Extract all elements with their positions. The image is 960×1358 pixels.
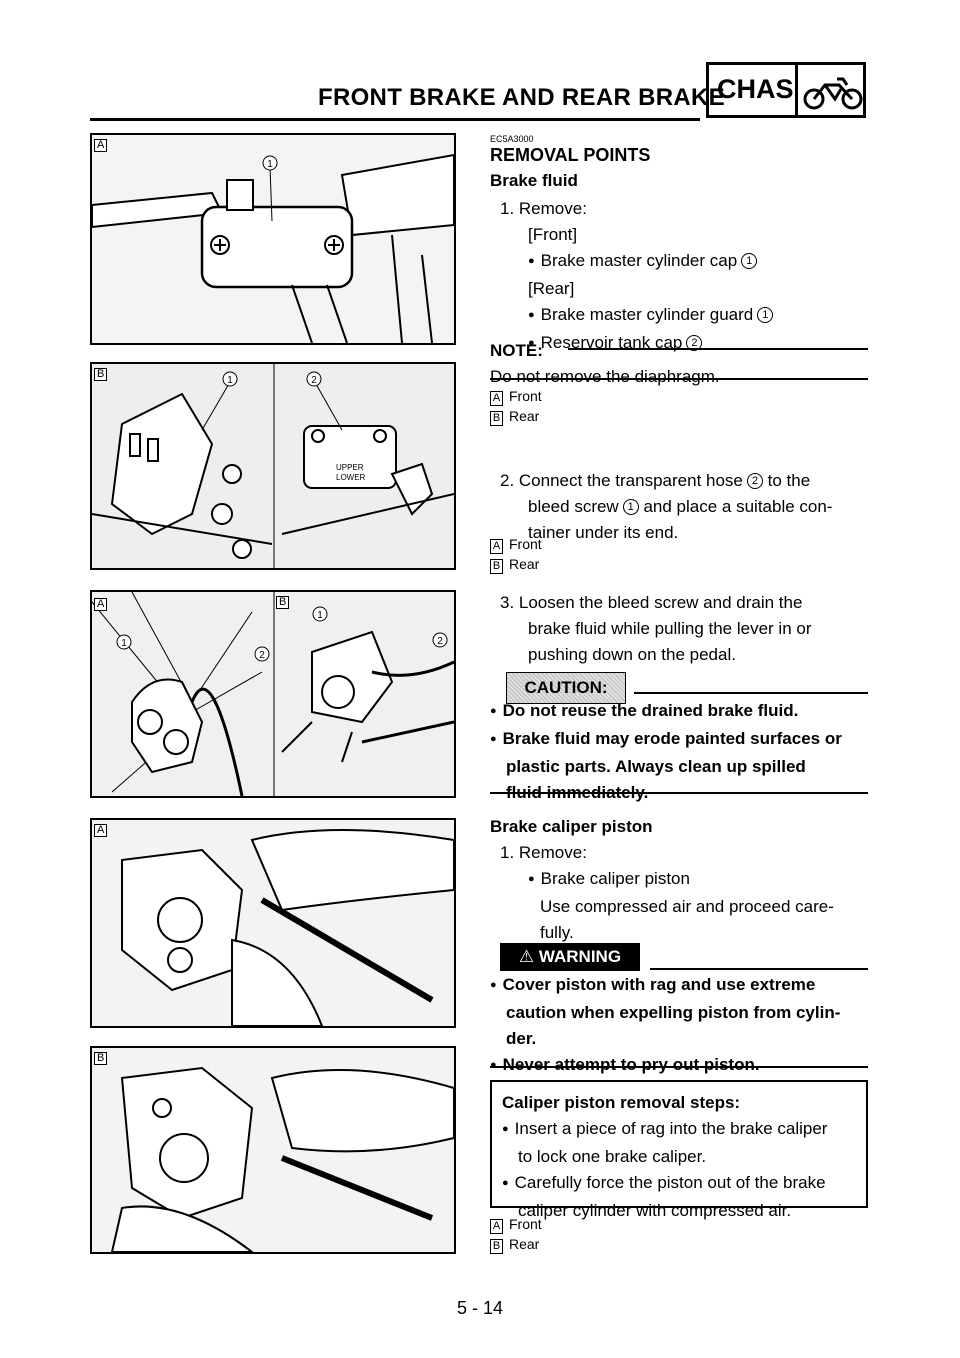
callout-b-2: 2 — [437, 636, 443, 647]
photo-label-b: B — [276, 596, 290, 609]
sticker-lower: LOWER — [336, 473, 366, 482]
page-number: 5 - 14 — [456, 1298, 504, 1318]
note-label: NOTE: — [490, 341, 543, 360]
photo-label-a: A — [94, 139, 108, 152]
steps-title: Caliper piston removal steps: — [502, 1093, 741, 1112]
header-rule — [90, 118, 700, 121]
callout-1: 1 — [227, 375, 233, 386]
page-title: FRONT BRAKE AND REAR BRAKE — [318, 84, 725, 111]
front-tag: [Front] — [528, 225, 578, 244]
note-text: Do not remove the diaphragm. — [490, 367, 720, 386]
piston-heading: Brake caliper piston — [490, 817, 653, 836]
callout-1: 1 — [267, 159, 273, 170]
warning-rule-top — [650, 968, 868, 970]
photo-label-a: A — [94, 824, 108, 837]
warning-icon: ⚠ — [518, 947, 539, 966]
photo-front-master-cylinder: 1 A — [90, 133, 456, 345]
rear-tag: [Rear] — [528, 279, 575, 298]
section-code: CHAS — [717, 74, 794, 104]
photo-bleed-screws: 1 2 1 2 A B — [90, 590, 456, 798]
callout-a-2: 2 — [259, 650, 265, 661]
photo-front-caliper: A — [90, 818, 456, 1028]
section-badge: CHAS — [706, 62, 866, 118]
piston-section: Brake caliper piston 1. Remove: Brake ca… — [490, 814, 868, 946]
note-rule-top — [568, 348, 868, 350]
caution-rule-bottom — [490, 792, 868, 794]
photo-label-b: B — [94, 368, 108, 381]
removal-heading: REMOVAL POINTS — [490, 145, 651, 165]
photo-rear-caliper: B — [90, 1046, 456, 1254]
photo-label-b: B — [94, 1052, 108, 1065]
motorcycle-icon — [803, 77, 863, 110]
reference-code: EC5A3000 — [490, 134, 534, 144]
note-section: NOTE: Do not remove the diaphragm. — [490, 338, 868, 390]
caution-rule-top — [634, 692, 868, 694]
step-1: 1. Remove: — [500, 199, 587, 218]
badge-divider — [795, 65, 798, 115]
warning-rule-bottom — [490, 1066, 868, 1068]
step-3: 3. Loosen the bleed screw and drain the … — [500, 593, 812, 664]
photo-label-a: A — [94, 598, 108, 611]
warning-list: Cover piston with rag and use extreme ca… — [490, 972, 868, 1080]
photo-rear-master-cylinder: UPPER LOWER 1 2 B — [90, 362, 456, 570]
callout-2: 2 — [311, 375, 317, 386]
removal-steps-box: Caliper piston removal steps: Insert a p… — [490, 1080, 868, 1220]
callout-b-1: 1 — [317, 610, 323, 621]
callout-a-1: 1 — [121, 638, 127, 649]
removal-points-section: EC5A3000 REMOVAL POINTS Brake fluid 1. R… — [490, 134, 868, 358]
sticker-upper: UPPER — [336, 463, 364, 472]
caution-list: Do not reuse the drained brake fluid. Br… — [490, 698, 868, 806]
note-rule-bottom — [490, 378, 868, 380]
brake-fluid-heading: Brake fluid — [490, 171, 578, 190]
warning-badge: ⚠ WARNING — [500, 943, 640, 971]
